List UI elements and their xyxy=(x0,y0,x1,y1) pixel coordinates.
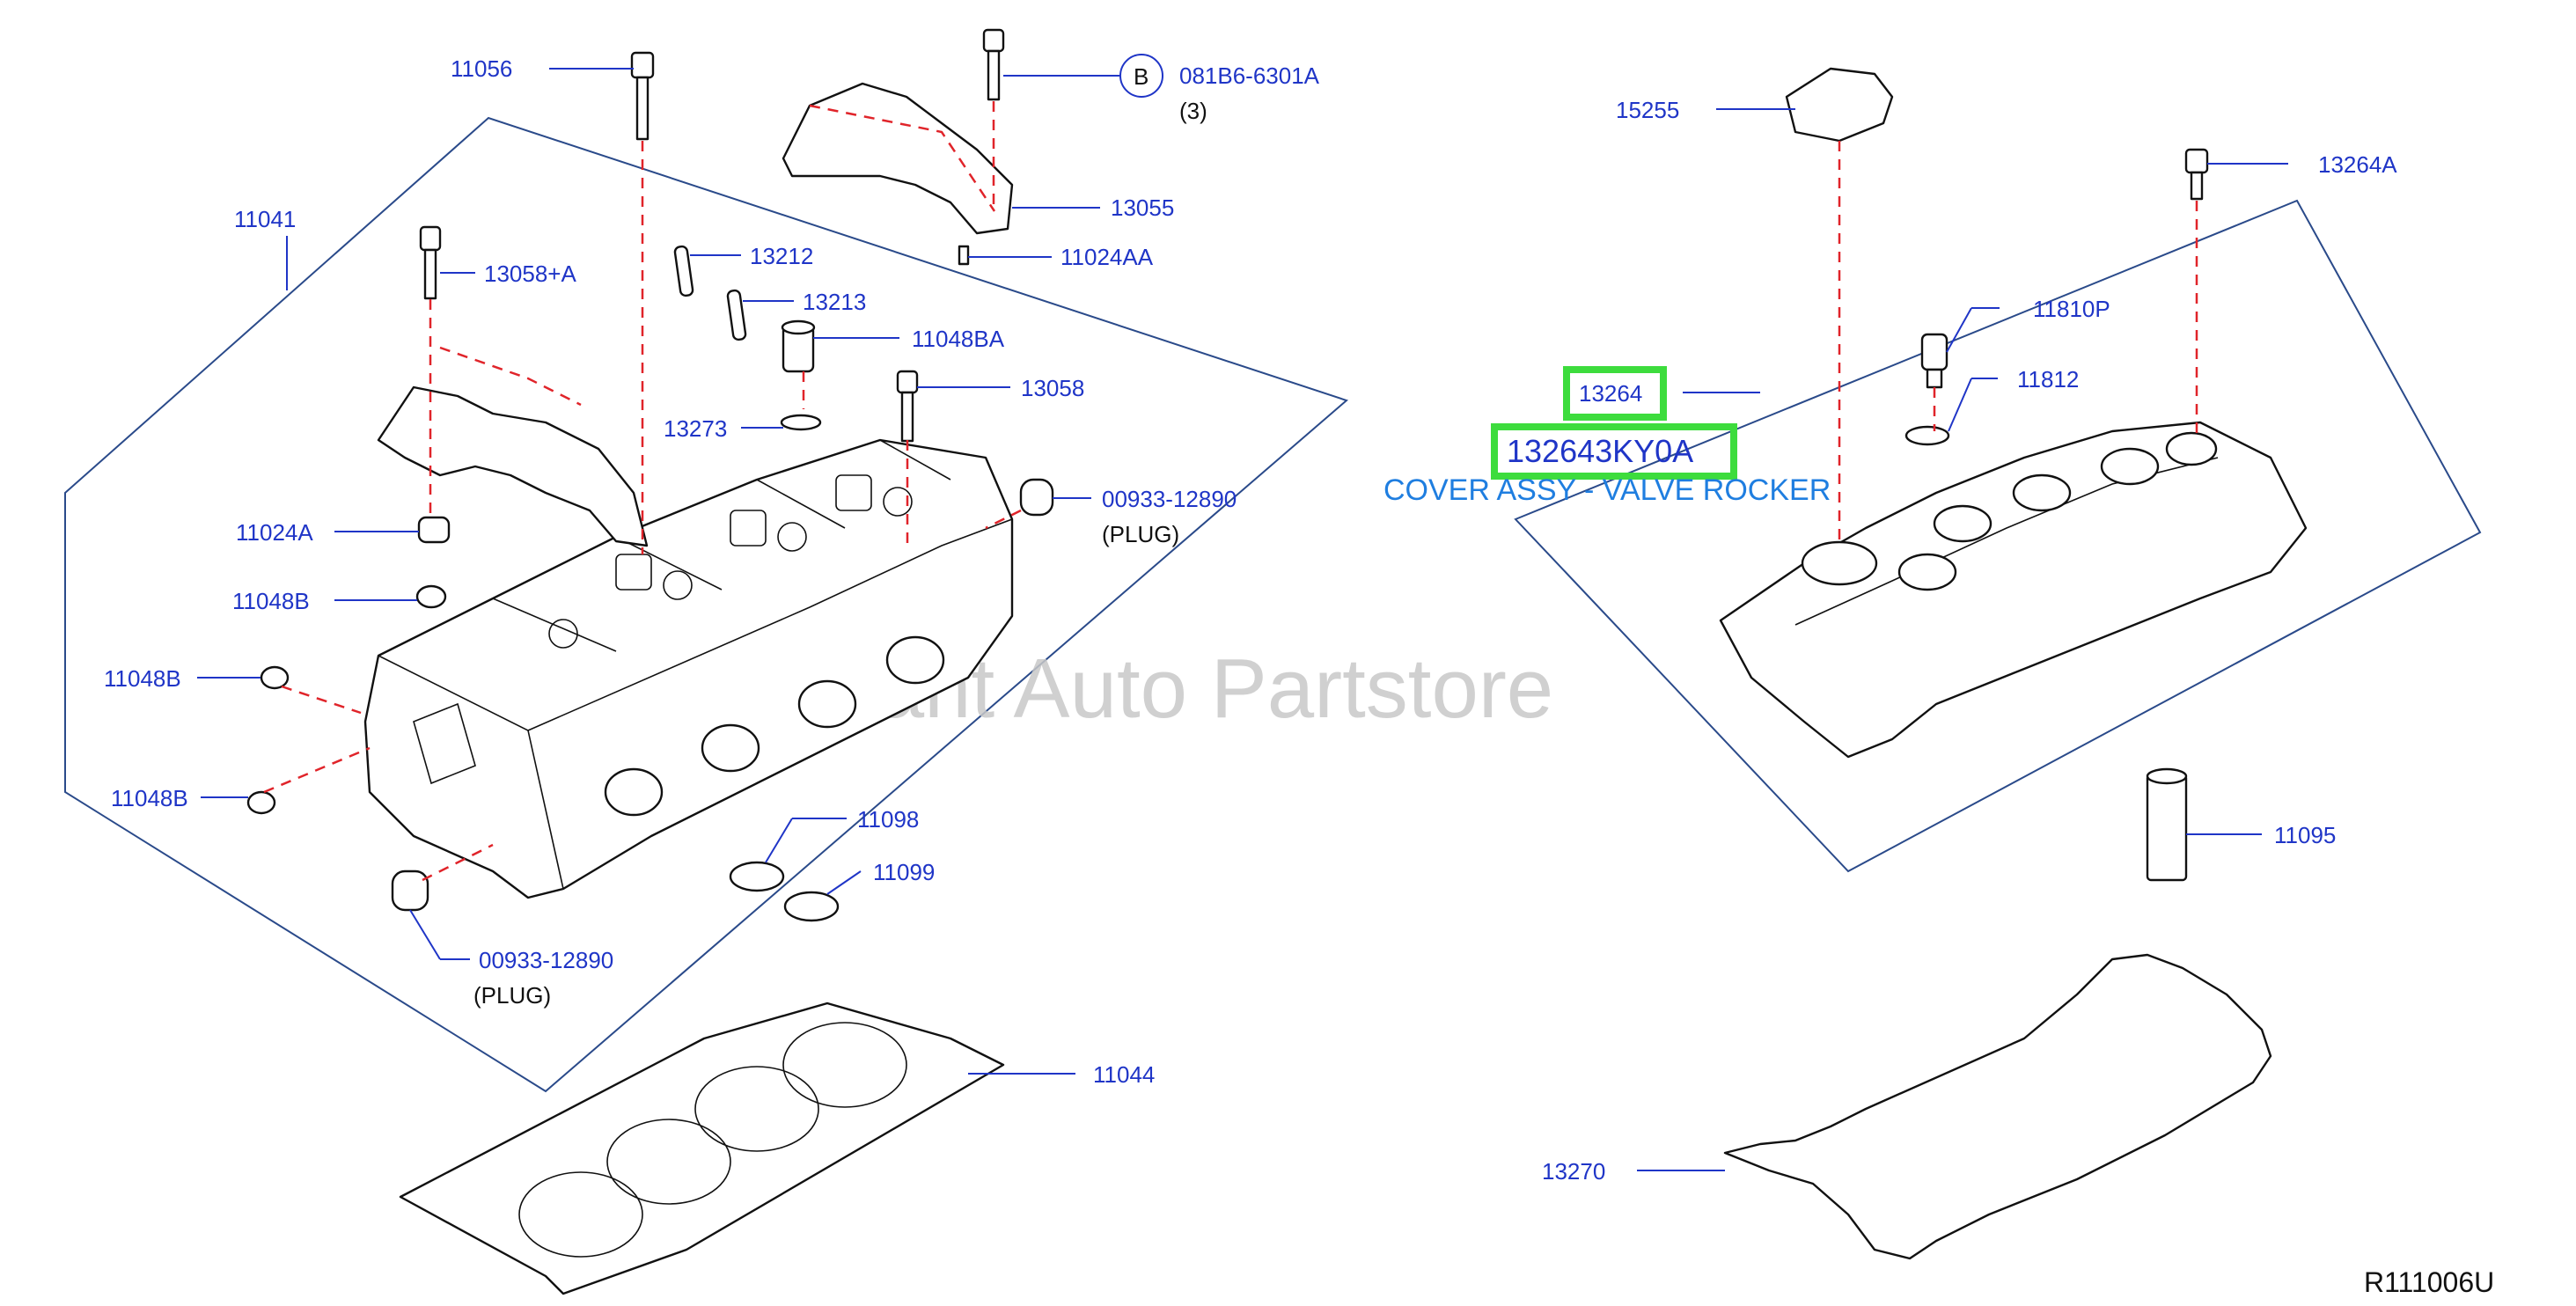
plug-top xyxy=(1019,478,1054,517)
label-11048BA: 11048BA xyxy=(912,326,1005,352)
head-gasket-11044 xyxy=(399,1002,1005,1295)
label-00933-12890-top: 00933-12890 xyxy=(1102,486,1237,512)
seal-11024A xyxy=(417,516,451,544)
label-11056: 11056 xyxy=(451,55,512,82)
label-plug-bottom: (PLUG) xyxy=(473,982,551,1009)
label-11048B-1: 11048B xyxy=(232,588,310,614)
label-11812: 11812 xyxy=(2017,366,2079,393)
bolt-11056 xyxy=(630,51,655,141)
label-132643KY0A: 132643KY0A xyxy=(1507,433,1693,469)
bolt-13058A xyxy=(419,225,442,300)
label-13055: 13055 xyxy=(1111,194,1174,221)
label-00933-12890-bottom: 00933-12890 xyxy=(479,947,613,973)
dowel-13212 xyxy=(673,245,694,297)
plug-bottom xyxy=(391,869,429,912)
valve-rocker-cover xyxy=(1719,421,2308,759)
seal-13273 xyxy=(780,414,822,431)
bolt-081B6 xyxy=(982,28,1005,101)
label-15255: 15255 xyxy=(1616,97,1679,123)
label-11098: 11098 xyxy=(857,806,919,833)
label-11099: 11099 xyxy=(873,859,935,885)
label-13273: 13273 xyxy=(664,415,727,442)
label-11095: 11095 xyxy=(2274,822,2336,848)
diagram-ref-code: R111006U xyxy=(2364,1266,2494,1298)
label-11024A: 11024A xyxy=(236,519,313,546)
guide-11048BA xyxy=(781,319,816,373)
circle-b-marker xyxy=(1119,54,1163,98)
label-13058A: 13058+A xyxy=(484,260,576,287)
bolt-13058 xyxy=(896,370,919,443)
label-13058: 13058 xyxy=(1021,375,1084,401)
label-13270: 13270 xyxy=(1542,1158,1605,1185)
dowel-13213 xyxy=(726,289,747,341)
label-13213: 13213 xyxy=(803,289,866,315)
bolt-13264A xyxy=(2184,148,2209,201)
cam-bracket-top xyxy=(782,82,1014,235)
dowel-11024AA xyxy=(958,245,970,266)
oring-11048B-1 xyxy=(415,584,447,609)
circle-b-letter: B xyxy=(1134,63,1149,90)
label-13264-highlighted: 13264 xyxy=(1579,380,1642,407)
label-11041: 11041 xyxy=(234,206,296,232)
highlight-box-13264 xyxy=(1563,366,1667,421)
seal-11099 xyxy=(783,891,840,922)
cam-bracket-left xyxy=(377,385,649,547)
label-11024AA: 11024AA xyxy=(1060,244,1154,270)
cylinder-head-drawing xyxy=(363,438,1014,899)
label-13264A: 13264A xyxy=(2318,151,2397,178)
highlight-box-132643KY0A xyxy=(1491,423,1737,480)
cylinder-head-frame xyxy=(64,116,1348,1093)
grommet-11812 xyxy=(1904,425,1950,446)
oil-cap-15255 xyxy=(1785,67,1894,143)
label-11048B-3: 11048B xyxy=(111,785,188,811)
tube-11095 xyxy=(2146,767,2188,882)
part-description: COVER ASSY - VALVE ROCKER xyxy=(1383,473,1831,507)
valve-11810P xyxy=(1920,333,1949,389)
label-081B6-6301A: 081B6-6301A xyxy=(1179,62,1320,89)
label-plug-top: (PLUG) xyxy=(1102,521,1179,547)
label-081B6-qty: (3) xyxy=(1179,98,1207,124)
gasket-13270 xyxy=(1723,953,2272,1260)
rocker-cover-frame xyxy=(1514,199,2482,873)
label-11810P: 11810P xyxy=(2033,296,2110,322)
oring-11048B-3 xyxy=(246,790,276,815)
alignment-lines xyxy=(263,101,2198,882)
leader-lines xyxy=(197,54,2288,1171)
label-11048B-2: 11048B xyxy=(104,665,181,692)
oring-11048B-2 xyxy=(260,665,290,690)
label-13212: 13212 xyxy=(750,243,813,269)
label-11044: 11044 xyxy=(1093,1061,1155,1088)
seal-11098 xyxy=(729,861,785,892)
